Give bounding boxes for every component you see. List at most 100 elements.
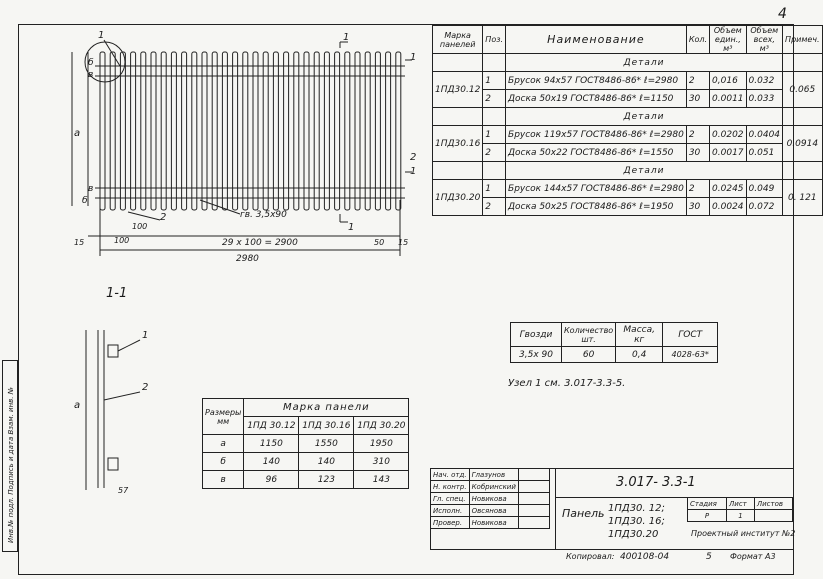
nails-header: Гвозди xyxy=(510,322,562,347)
dim-total: 2980 xyxy=(236,254,259,264)
spec-header-qty: Кол. xyxy=(685,25,711,54)
footer-number: 400108-04 xyxy=(620,552,670,562)
slat xyxy=(232,51,239,211)
table-row: в 96 123 143 xyxy=(201,470,410,489)
vol-unit: 0.0017 xyxy=(709,143,747,162)
spec-header-vol-all: Объем всех, м³ xyxy=(745,25,784,54)
staff-role: Исполн. xyxy=(430,504,470,517)
panel-mark: 1ПД30.20 xyxy=(431,179,484,216)
title-block: Нач. отд.Глазунов Н. контр.Кобринский Гл… xyxy=(430,468,795,550)
stage-value: Р xyxy=(687,509,727,522)
sheet-frame xyxy=(18,24,794,575)
qty: 30 xyxy=(685,197,711,216)
staff-name: Новикова xyxy=(468,516,519,529)
sheet-number: 4 xyxy=(778,6,787,22)
sizes-title: Марка панели xyxy=(243,398,410,417)
nail-label: гв. 3,5х90 xyxy=(240,210,287,220)
slat xyxy=(313,51,320,211)
staff-sign xyxy=(517,468,550,481)
table-row: 2 Доска 50х22 ГОСТ8486-86* ℓ=1550 30 0.0… xyxy=(433,143,823,162)
slat xyxy=(119,51,126,211)
staff-role: Провер. xyxy=(430,516,470,529)
staff-role: Н. контр. xyxy=(430,480,470,493)
vol-unit: 0.0245 xyxy=(709,179,747,198)
section-label-2: 2 xyxy=(142,382,149,393)
pos: 1 xyxy=(482,125,507,144)
spec-group-2-section: Детали xyxy=(431,107,823,126)
sizes-col: 1ПД 30.16 xyxy=(298,416,355,435)
slat xyxy=(364,51,371,211)
note: 0.0914 xyxy=(782,125,823,162)
dim-spacing: 29 х 100 = 2900 xyxy=(222,238,298,248)
item-name: Брусок 94х57 ГОСТ8486-86* ℓ=2980 xyxy=(505,71,687,90)
staff-role: Гл. спец. xyxy=(430,492,470,505)
slat xyxy=(170,51,177,211)
section-title: Детали xyxy=(505,107,784,126)
item-name: Доска 50х19 ГОСТ8486-86* ℓ=1150 xyxy=(505,89,687,108)
dim-100-a: 100 xyxy=(132,222,148,231)
spec-header-name: Наименование xyxy=(505,25,687,54)
vol-all: 0.032 xyxy=(745,71,784,90)
slat xyxy=(211,51,218,211)
table-row: 2 Доска 50х25 ГОСТ8486-86* ℓ=1950 30 0.0… xyxy=(433,197,823,216)
pos: 1 xyxy=(482,179,507,198)
vol-all: 0.049 xyxy=(745,179,784,198)
label-1-right-top: 1 xyxy=(410,52,417,63)
vol-unit: 0.0202 xyxy=(709,125,747,144)
vol-all: 0.0404 xyxy=(745,125,784,144)
staff-row: Нач. отд.Глазунов xyxy=(430,468,550,481)
slat xyxy=(109,51,116,211)
doc-mark-3: 1ПД30.20 xyxy=(608,529,659,540)
table-row: б 140 140 310 xyxy=(201,452,410,471)
staff-row: Н. контр.Кобринский xyxy=(430,480,550,493)
size-label: б xyxy=(201,452,245,471)
doc-code: 3.017- 3.3-1 xyxy=(616,475,696,490)
sizes-col-row: 1ПД 30.12 1ПД 30.16 1ПД 30.20 xyxy=(203,416,410,435)
label-1-right-bottom: 1 xyxy=(410,166,417,177)
nails-header: ГОСТ xyxy=(662,322,719,347)
nail-count: 60 xyxy=(560,346,617,363)
item-name: Брусок 144х57 ГОСТ8486-86* ℓ=2980 xyxy=(505,179,687,198)
nails-header-row: Гвозди Количество шт. Масса, кг ГОСТ xyxy=(510,322,719,347)
code-cell: 3.017- 3.3-1 xyxy=(555,469,794,498)
qty: 30 xyxy=(685,89,711,108)
slat xyxy=(374,51,381,211)
side-stamp: Инв.№ подл. Подпись и дата Взам. инв. № xyxy=(2,360,18,552)
slat xyxy=(181,51,188,211)
section-title: Детали xyxy=(505,53,784,72)
spec-header-row: Марка панелей Поз. Наименование Кол. Объ… xyxy=(431,25,823,54)
table-row: 3,5х 90 60 0,4 4028-63* xyxy=(510,346,719,363)
qty: 2 xyxy=(685,179,711,198)
dim-v-bottom: в xyxy=(88,184,94,194)
slat xyxy=(201,51,208,211)
spec-group-3-section: Детали xyxy=(431,161,823,180)
staff-sign xyxy=(517,480,550,493)
staff-name: Глазунов xyxy=(468,468,519,481)
pos: 2 xyxy=(482,197,507,216)
doc-mark-1: 1ПД30. 12; xyxy=(608,503,665,514)
note: 0.065 xyxy=(782,71,823,108)
item-name: Брусок 119х57 ГОСТ8486-86* ℓ=2980 xyxy=(505,125,687,144)
table-row: а 1150 1550 1950 xyxy=(201,434,410,453)
stage-header: Стадия xyxy=(687,497,727,510)
vol-all: 0.033 xyxy=(745,89,784,108)
label-2: 2 xyxy=(160,212,167,223)
nail-size: 3,5х 90 xyxy=(510,346,562,363)
slat xyxy=(344,51,351,211)
nail-mass: 0,4 xyxy=(615,346,664,363)
size-value: 96 xyxy=(243,470,300,489)
table-row: 2 Доска 50х19 ГОСТ8486-86* ℓ=1150 30 0.0… xyxy=(433,89,823,108)
size-label: а xyxy=(201,434,245,453)
sheets-header: Листов xyxy=(753,497,794,510)
sizes-col: 1ПД 30.12 xyxy=(243,416,300,435)
staff-role: Нач. отд. xyxy=(430,468,470,481)
section-label: 1-1 xyxy=(106,286,128,301)
section-dim-57: 57 xyxy=(118,486,129,495)
dim-50: 50 xyxy=(374,238,385,247)
sheet-header: Лист xyxy=(726,497,755,510)
vol-all: 0.072 xyxy=(745,197,784,216)
spec-header-note: Примеч. xyxy=(782,25,823,54)
